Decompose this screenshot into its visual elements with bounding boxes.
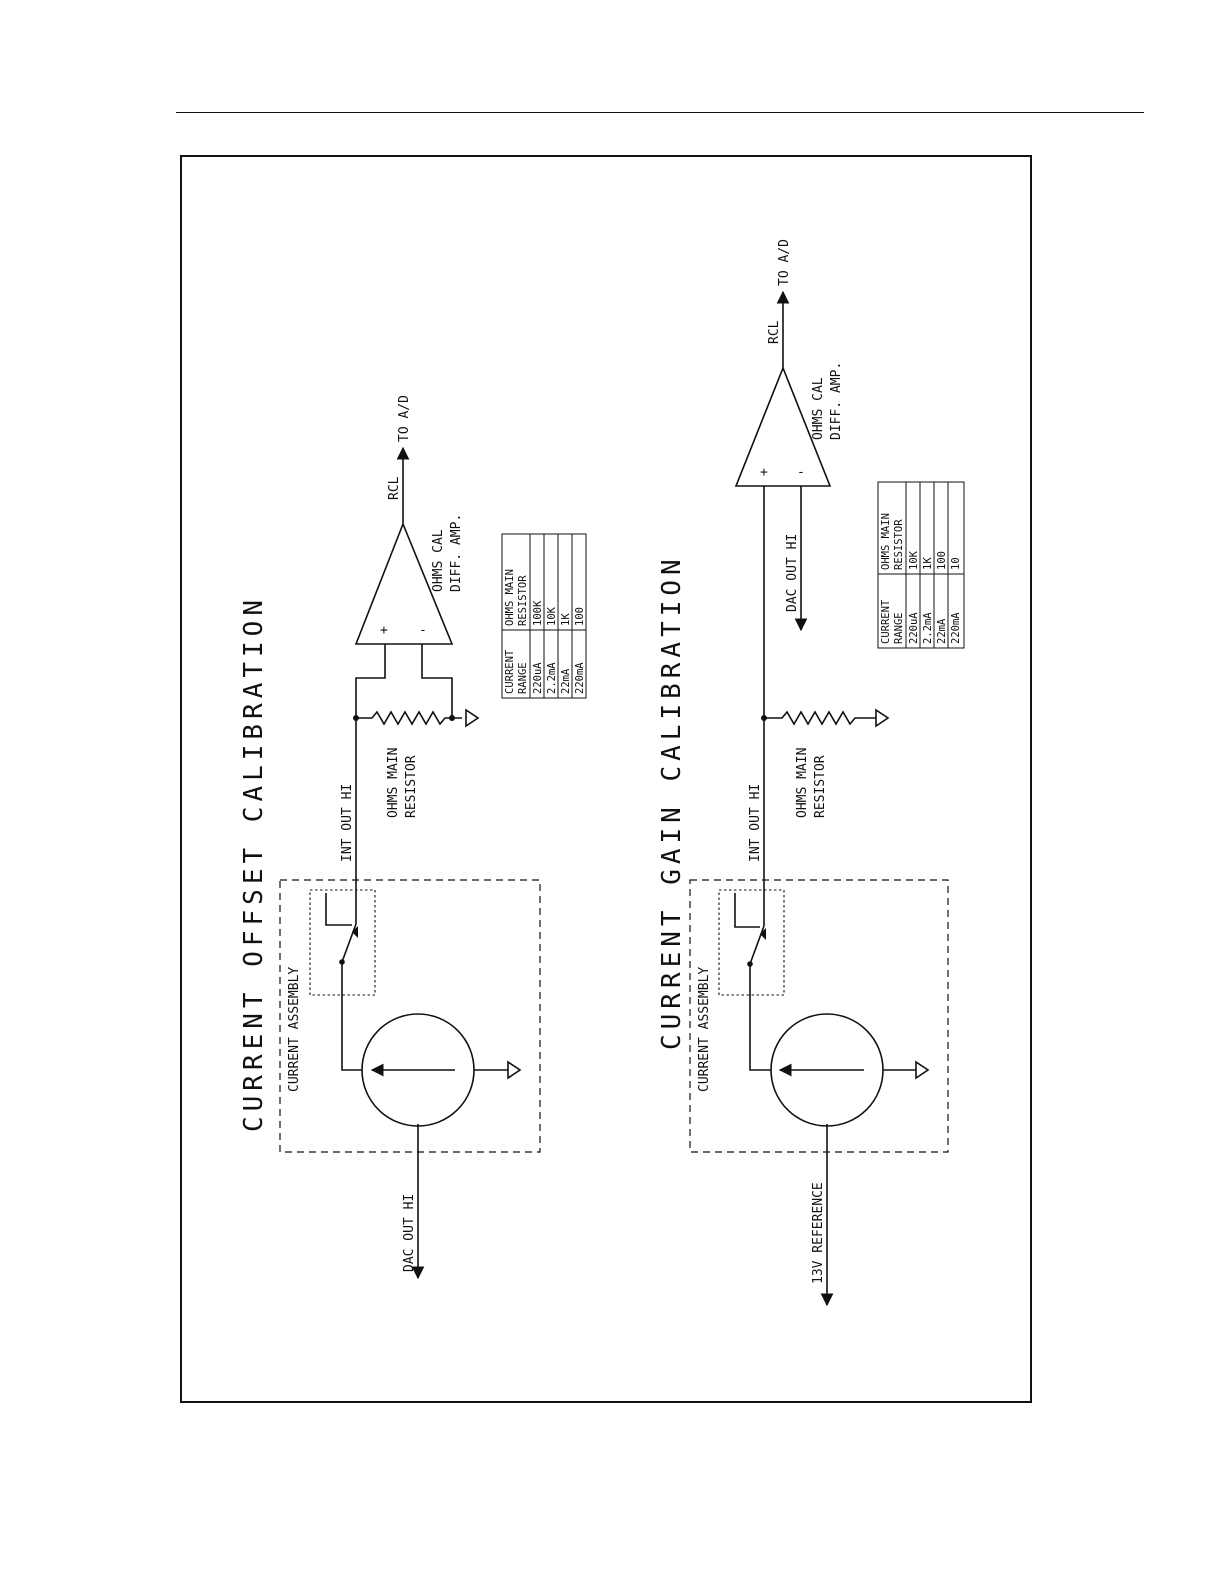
gain-resistor-label-2: RESISTOR	[813, 755, 828, 818]
gain-table-header-2a: OHMS MAIN	[880, 513, 892, 570]
gain-table-cell: 22mA	[936, 618, 948, 644]
offset-table-cell: 100	[574, 607, 586, 626]
offset-switch-blade	[341, 923, 357, 963]
gain-switch-contact	[734, 893, 760, 928]
offset-table-cell: 1K	[560, 613, 572, 626]
offset-table-cell: 220uA	[532, 662, 544, 694]
gain-assembly-label: CURRENT ASSEMBLY	[697, 967, 712, 1092]
gain-table-cell: 10	[950, 557, 962, 570]
offset-table-cell: 100K	[532, 600, 544, 626]
offset-amp-minus: -	[419, 623, 427, 638]
header-rule	[176, 112, 1144, 113]
gain-amp-minus: -	[797, 465, 805, 480]
offset-resistor	[356, 710, 462, 726]
gain-table-header-1b: RANGE	[893, 612, 905, 644]
offset-assembly-label: CURRENT ASSEMBLY	[287, 967, 302, 1092]
offset-output-net: RCL	[387, 476, 402, 500]
offset-node-label: INT OUT HI	[340, 784, 355, 862]
offset-amp-label-1: OHMS CAL	[431, 529, 446, 592]
offset-range-table: CURRENT RANGE OHMS MAIN RESISTOR 220uA 1…	[501, 533, 587, 699]
gain-amp-input-label: DAC OUT HI	[785, 534, 800, 612]
gain-table-header-2b: RESISTOR	[893, 519, 905, 570]
offset-table-header-1b: RANGE	[517, 662, 529, 694]
offset-output-label: TO A/D	[397, 395, 412, 442]
offset-amp-plus: +	[380, 623, 388, 638]
offset-assembly-box	[279, 879, 541, 1153]
offset-table-cell: 220mA	[574, 662, 586, 694]
gain-table-cell: 100	[936, 551, 948, 570]
gain-table-cell: 10K	[908, 550, 920, 570]
offset-table-header-2a: OHMS MAIN	[504, 569, 516, 626]
gain-diff-amp	[734, 365, 832, 487]
gain-title: CURRENT GAIN CALIBRATION	[657, 554, 687, 1050]
gain-amp-label-1: OHMS CAL	[811, 377, 826, 440]
offset-switch-box	[309, 889, 376, 996]
offset-table-cell: 2.2mA	[546, 662, 558, 694]
offset-title: CURRENT OFFSET CALIBRATION	[239, 595, 269, 1132]
gain-switch-blade	[749, 925, 765, 965]
offset-diff-amp	[354, 521, 454, 645]
gain-output-label: TO A/D	[777, 239, 792, 286]
gain-resistor-label-1: OHMS MAIN	[795, 748, 810, 818]
offset-resistor-label-2: RESISTOR	[404, 755, 419, 818]
gain-table-header-1a: CURRENT	[880, 599, 892, 644]
gain-switch-box	[718, 889, 785, 996]
gain-circuit: CURRENT GAIN CALIBRATION CURRENT ASSEMBL…	[657, 239, 965, 1307]
offset-source-ground-icon	[507, 1060, 522, 1080]
offset-input-label: DAC OUT HI	[402, 1194, 417, 1272]
offset-switch-contact	[325, 893, 352, 926]
gain-input-label: 13V REFERENCE	[811, 1182, 826, 1284]
gain-resistor-ground-icon	[875, 708, 890, 728]
gain-table-cell: 2.2mA	[922, 612, 934, 644]
gain-assembly-box	[689, 879, 949, 1153]
gain-source-ground-icon	[915, 1060, 930, 1080]
offset-table-header-1a: CURRENT	[504, 649, 516, 694]
gain-resistor	[764, 710, 876, 726]
offset-table-cell: 22mA	[560, 668, 572, 694]
gain-table-cell: 220mA	[950, 612, 962, 644]
gain-amp-label-2: DIFF. AMP.	[829, 362, 844, 440]
gain-table-cell: 220uA	[908, 612, 920, 644]
offset-circuit: CURRENT OFFSET CALIBRATION CURRENT ASSEM…	[239, 395, 587, 1280]
offset-table-header-2b: RESISTOR	[517, 575, 529, 626]
gain-node-label: INT OUT HI	[748, 784, 763, 862]
figure-frame	[180, 155, 1032, 1403]
gain-table-cell: 1K	[922, 557, 934, 570]
offset-amp-label-2: DIFF. AMP.	[449, 514, 464, 592]
gain-output-net: RCL	[767, 320, 782, 344]
gain-amp-plus: +	[760, 465, 768, 480]
offset-table-cell: 10K	[546, 606, 558, 626]
offset-resistor-label-1: OHMS MAIN	[386, 748, 401, 818]
offset-resistor-ground-icon	[465, 708, 480, 728]
gain-range-table: CURRENT RANGE OHMS MAIN RESISTOR 220uA 1…	[877, 481, 965, 649]
